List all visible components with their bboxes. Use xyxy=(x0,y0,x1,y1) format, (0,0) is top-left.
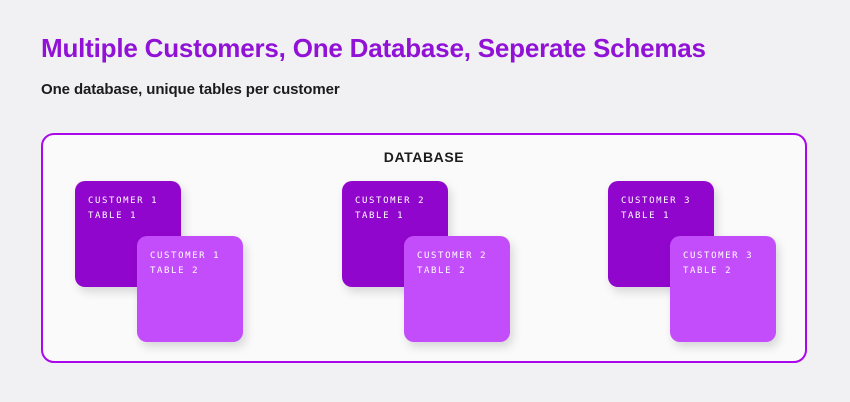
customer-2-table-1-line1: CUSTOMER 2 xyxy=(355,196,426,206)
page-title: Multiple Customers, One Database, Sepera… xyxy=(41,33,706,63)
customer-3-table-2-line2: TABLE 2 xyxy=(683,266,733,276)
customer-group-2: CUSTOMER 2 TABLE 1 CUSTOMER 2 TABLE 2 xyxy=(342,181,520,342)
customer-2-table-2-line1: CUSTOMER 2 xyxy=(417,251,488,261)
customer-group-3: CUSTOMER 3 TABLE 1 CUSTOMER 3 TABLE 2 xyxy=(608,181,786,342)
customer-group-1: CUSTOMER 1 TABLE 1 CUSTOMER 1 TABLE 2 xyxy=(75,181,253,342)
customer-3-table-2-card[interactable]: CUSTOMER 3 TABLE 2 xyxy=(670,236,776,342)
customer-3-table-1-line2: TABLE 1 xyxy=(621,211,671,221)
customer-3-table-2-line1: CUSTOMER 3 xyxy=(683,251,754,261)
customer-2-table-1-line2: TABLE 1 xyxy=(355,211,405,221)
customer-2-table-2-card[interactable]: CUSTOMER 2 TABLE 2 xyxy=(404,236,510,342)
customer-3-table-1-line1: CUSTOMER 3 xyxy=(621,196,692,206)
database-label: DATABASE xyxy=(383,149,465,165)
page-subtitle: One database, unique tables per customer xyxy=(41,81,340,98)
customer-1-table-2-line1: CUSTOMER 1 xyxy=(150,251,221,261)
customer-1-table-2-card[interactable]: CUSTOMER 1 TABLE 2 xyxy=(137,236,243,342)
customer-1-table-1-line2: TABLE 1 xyxy=(88,211,138,221)
customer-1-table-2-line2: TABLE 2 xyxy=(150,266,200,276)
customer-2-table-2-line2: TABLE 2 xyxy=(417,266,467,276)
customer-1-table-1-line1: CUSTOMER 1 xyxy=(88,196,159,206)
